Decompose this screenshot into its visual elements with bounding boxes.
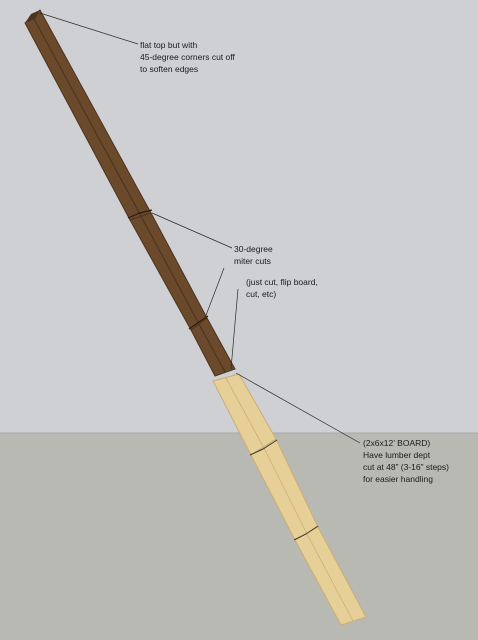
leader-flat-top [39,12,139,45]
callout-board-line-4: for easier handling [363,474,433,484]
callout-board-line-3: cut at 48” (3-16” steps) [363,462,449,472]
miter-joint-upper [127,209,153,219]
dark-board-center-edge [32,16,226,373]
dark-board-top-chamfer [25,10,40,23]
board-joint-2 [293,525,319,541]
leader-miter [151,212,233,249]
leader-lines [39,12,361,444]
leader-board [235,372,361,444]
callout-miter-line-1: 30-degree [234,244,273,254]
callout-flat-top-line-3: to soften edges [140,64,199,74]
dark-board [24,9,236,377]
sky-background [0,0,478,433]
callout-flat-top-line-1: flat top but with [140,40,198,50]
leader-miter-lower [204,267,225,319]
callout-miter-cuts: 30-degree miter cuts [234,243,273,267]
light-board [212,373,367,626]
callout-just-cut-line-2: cut, etc) [246,289,277,299]
leader-just-cut [230,288,239,370]
callout-just-cut: (just cut, flip board, cut, etc) [246,276,318,300]
board-joint-1 [249,439,278,456]
light-board-side-edge [225,377,354,622]
dark-board-bottom-segment [190,317,236,377]
callout-just-cut-line-1: (just cut, flip board, [246,277,318,287]
callout-miter-line-2: miter cuts [234,256,271,266]
callout-flat-top: flat top but with 45-degree corners cut … [140,39,235,75]
callout-board-spec: (2x6x12’ BOARD) Have lumber dept cut at … [363,437,449,485]
ground-plane [0,433,478,640]
callout-board-line-2: Have lumber dept [363,450,431,460]
callout-board-line-1: (2x6x12’ BOARD) [363,438,431,448]
callout-flat-top-line-2: 45-degree corners cut off [140,52,235,62]
